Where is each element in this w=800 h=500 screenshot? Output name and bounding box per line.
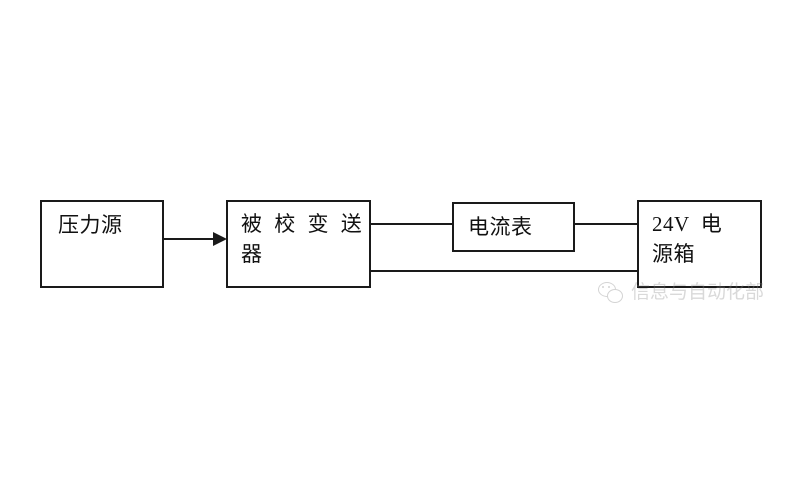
node-ammeter-label: 电流表: [468, 215, 533, 239]
node-pressure-source: 压力源: [40, 200, 164, 288]
connector-transmitter-to-power-supply: [370, 270, 638, 272]
node-24v-power-supply-box: 24V 电 源箱: [637, 200, 762, 288]
wechat-bubbles-icon: [598, 282, 624, 304]
node-transmitter-under-calibration: 被 校 变 送 器: [226, 200, 371, 288]
connector-source-to-transmitter: [163, 238, 215, 240]
node-ammeter: 电流表: [452, 202, 575, 252]
connector-transmitter-to-ammeter: [370, 223, 453, 225]
connector-ammeter-to-power-supply: [574, 223, 638, 225]
node-power-supply-label: 24V 电 源箱: [652, 212, 723, 266]
node-transmitter-label: 被 校 变 送 器: [241, 212, 366, 266]
node-pressure-source-label: 压力源: [58, 213, 123, 237]
arrowhead-icon: [213, 232, 227, 246]
